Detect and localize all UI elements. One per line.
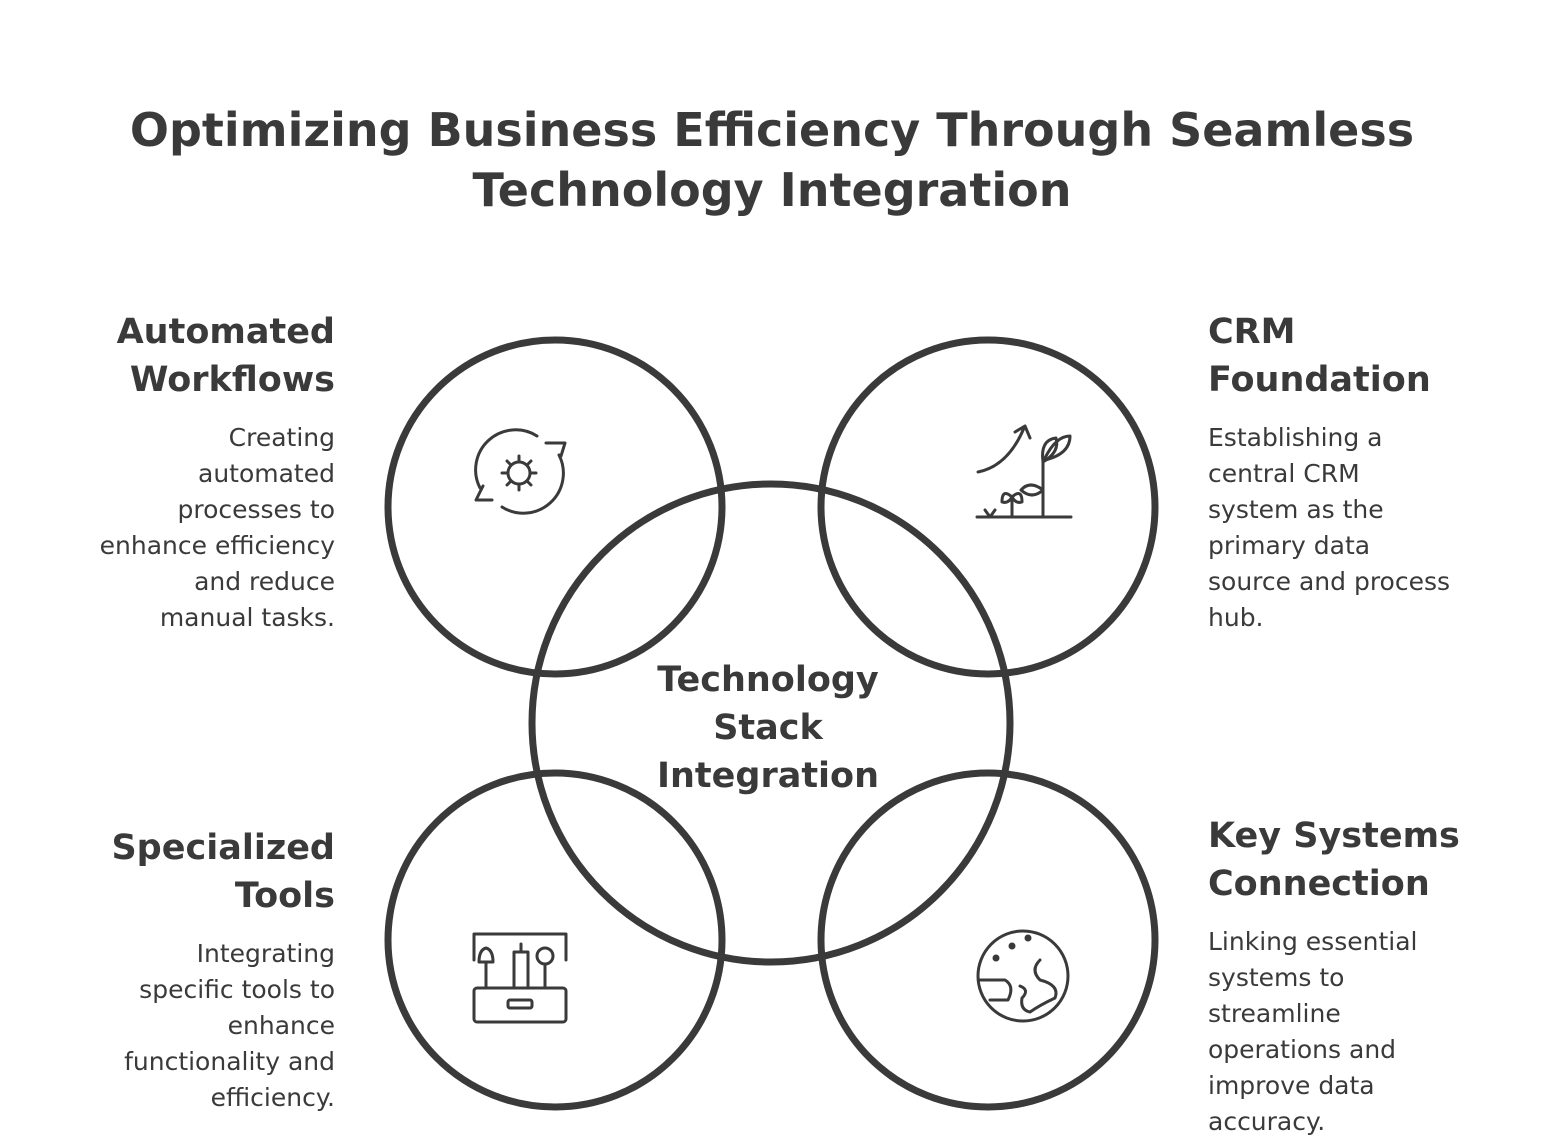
description-line: functionality and <box>124 1047 335 1076</box>
heading-line: Foundation <box>1208 360 1431 400</box>
key-systems-connection-heading: Key Systems Connection <box>1208 812 1460 908</box>
circle-automated-workflows <box>384 336 726 678</box>
description-line: central CRM <box>1208 459 1360 488</box>
heading-line: Tools <box>234 876 335 916</box>
description-line: specific tools to <box>139 975 335 1004</box>
heading-line: Connection <box>1208 864 1430 904</box>
heading-line: CRM <box>1208 312 1296 352</box>
circle-crm-foundation <box>817 336 1159 678</box>
crm-foundation-heading: CRM Foundation <box>1208 308 1450 404</box>
description-line: primary data <box>1208 531 1371 560</box>
description-line: processes to <box>177 495 335 524</box>
specialized-tools-heading: Specialized Tools <box>111 824 335 920</box>
toolbox-icon <box>472 932 568 1024</box>
title-line-2: Technology Integration <box>472 163 1072 217</box>
label-crm-foundation: CRM Foundation Establishing a central CR… <box>1208 308 1450 636</box>
key-systems-connection-description: Linking essential systems to streamline … <box>1208 924 1460 1140</box>
description-line: Establishing a <box>1208 423 1383 452</box>
description-line: accuracy. <box>1208 1107 1326 1136</box>
center-label-line-2: Stack <box>713 708 823 748</box>
description-line: manual tasks. <box>159 603 335 632</box>
automated-workflows-heading: Automated Workflows <box>100 308 335 404</box>
description-line: system as the <box>1208 495 1384 524</box>
center-label-line-1: Technology <box>657 660 879 700</box>
globe-icon <box>976 929 1070 1023</box>
center-label-line-3: Integration <box>656 756 880 796</box>
title-line-1: Optimizing Business Efficiency Through S… <box>129 103 1415 157</box>
description-line: Integrating <box>196 939 335 968</box>
description-line: operations and <box>1208 1035 1397 1064</box>
heading-line: Key Systems <box>1208 816 1460 856</box>
description-line: hub. <box>1208 603 1264 632</box>
center-label: Technology Stack Integration <box>588 656 948 800</box>
description-line: systems to <box>1208 963 1345 992</box>
description-line: and reduce <box>194 567 335 596</box>
label-specialized-tools: Specialized Tools Integrating specific t… <box>111 824 335 1116</box>
circle-technology-stack-integration <box>528 480 1014 966</box>
heading-line: Workflows <box>129 360 335 400</box>
heading-line: Automated <box>116 312 335 352</box>
diagram-title: Optimizing Business Efficiency Through S… <box>0 100 1544 220</box>
label-automated-workflows: Automated Workflows Creating automated p… <box>100 308 335 636</box>
description-line: enhance efficiency <box>99 531 335 560</box>
description-line: efficiency. <box>210 1083 335 1112</box>
specialized-tools-description: Integrating specific tools to enhance fu… <box>111 936 335 1116</box>
description-line: source and process <box>1208 567 1451 596</box>
growth-plant-icon <box>975 424 1073 519</box>
gear-refresh-icon <box>474 428 567 515</box>
description-line: streamline <box>1208 999 1341 1028</box>
description-line: enhance <box>227 1011 335 1040</box>
circle-key-systems-connection <box>817 769 1159 1111</box>
description-line: automated <box>198 459 335 488</box>
description-line: Linking essential <box>1208 927 1418 956</box>
description-line: Creating <box>228 423 335 452</box>
description-line: improve data <box>1208 1071 1375 1100</box>
circle-specialized-tools <box>384 769 726 1111</box>
heading-line: Specialized <box>111 828 335 868</box>
label-key-systems-connection: Key Systems Connection Linking essential… <box>1208 812 1460 1140</box>
automated-workflows-description: Creating automated processes to enhance … <box>100 420 335 636</box>
crm-foundation-description: Establishing a central CRM system as the… <box>1208 420 1450 636</box>
